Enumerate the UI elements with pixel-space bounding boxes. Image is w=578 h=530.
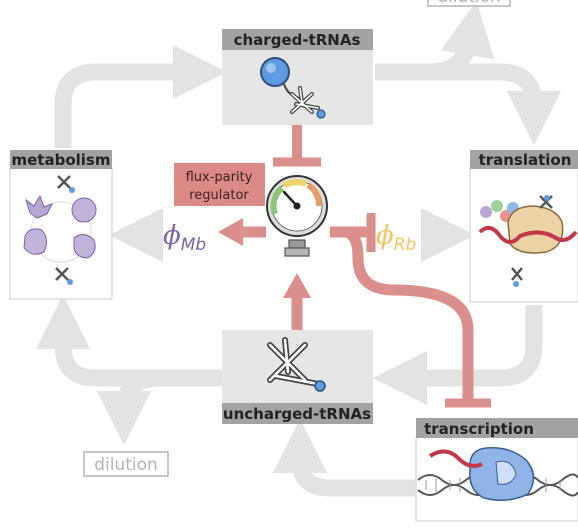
- translation-node: translation: [469, 150, 578, 303]
- dilution-top-label: dilution: [437, 0, 501, 7]
- activation-uncharged-to-regulator: [283, 273, 311, 298]
- arrow-uncharged-to-dilution: [96, 369, 161, 446]
- arrow-translation-to-uncharged: [372, 305, 543, 406]
- phi-rb-symbol: ϕRb: [376, 221, 416, 255]
- uncharged-trna-icon: [267, 337, 326, 392]
- uncharged-trnas-label: uncharged-tRNAs: [223, 405, 371, 423]
- charged-trna-icon: [260, 57, 326, 119]
- phi-mb-symbol: ϕMb: [163, 221, 206, 255]
- phi-rb-greek: ϕ: [376, 221, 394, 251]
- phi-mb-subscript: Mb: [181, 235, 206, 255]
- rna-polymerase-icon: [428, 447, 535, 501]
- arrow-metabolism-to-charged: [54, 44, 228, 148]
- phi-rb-subscript: Rb: [394, 235, 417, 255]
- pressure-gauge-icon: [266, 175, 328, 257]
- svg-text:ϕMb: ϕMb: [163, 221, 206, 255]
- metabolism-label: metabolism: [12, 151, 111, 169]
- regulator-label-line2: regulator: [189, 188, 249, 203]
- arrow-uncharged-to-metabolism: [35, 294, 222, 387]
- metabolic-enzyme-icon: [23, 175, 97, 285]
- arrow-transcription-to-uncharged: [272, 418, 418, 497]
- phi-mb-greek: ϕ: [163, 221, 181, 251]
- dilution-bottom-label: dilution: [94, 455, 158, 475]
- metabolism-node: metabolism: [9, 150, 113, 300]
- arrow-charged-to-translation: [375, 63, 562, 146]
- regulator-to-phi-mb-arrow: [218, 218, 243, 246]
- dilution-top-node: dilution: [427, 0, 511, 7]
- ribosome-icon: [478, 195, 578, 287]
- flux-loop-arrows: [35, 1, 562, 497]
- dilution-bottom-node: dilution: [83, 451, 169, 477]
- svg-text:ϕRb: ϕRb: [376, 221, 416, 255]
- regulation-arrows: [218, 122, 491, 408]
- inhibition-regulator-to-transcription: [343, 226, 474, 400]
- arrow-charged-to-dilution-top: [431, 1, 495, 81]
- uncharged-trnas-node: uncharged-tRNAs: [222, 330, 373, 424]
- regulator-label-box: flux-parity regulator: [174, 163, 265, 206]
- transcription-node: transcription: [415, 418, 578, 522]
- charged-trnas-label: charged-tRNAs: [234, 31, 361, 49]
- regulator-label-line1: flux-parity: [186, 170, 253, 185]
- charged-trnas-node: charged-tRNAs: [222, 29, 373, 125]
- transcription-label: transcription: [424, 420, 534, 438]
- translation-label: translation: [479, 151, 572, 169]
